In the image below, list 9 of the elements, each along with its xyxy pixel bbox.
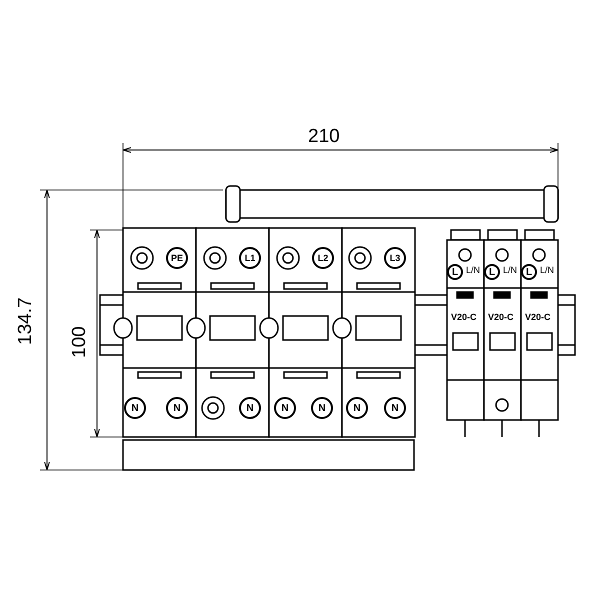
model-marking: V20-C [525,313,551,322]
dimension-value: 210 [308,127,340,146]
terminal-marking: L/N [503,266,518,275]
model-marking: V20-C [488,313,514,322]
dimension-value: 134.7 [16,297,35,345]
model-marking: V20-C [451,313,477,322]
terminal-marking: L/N [466,266,480,275]
dimension-value: 100 [70,326,89,358]
terminal-marking: L/N [540,266,554,275]
